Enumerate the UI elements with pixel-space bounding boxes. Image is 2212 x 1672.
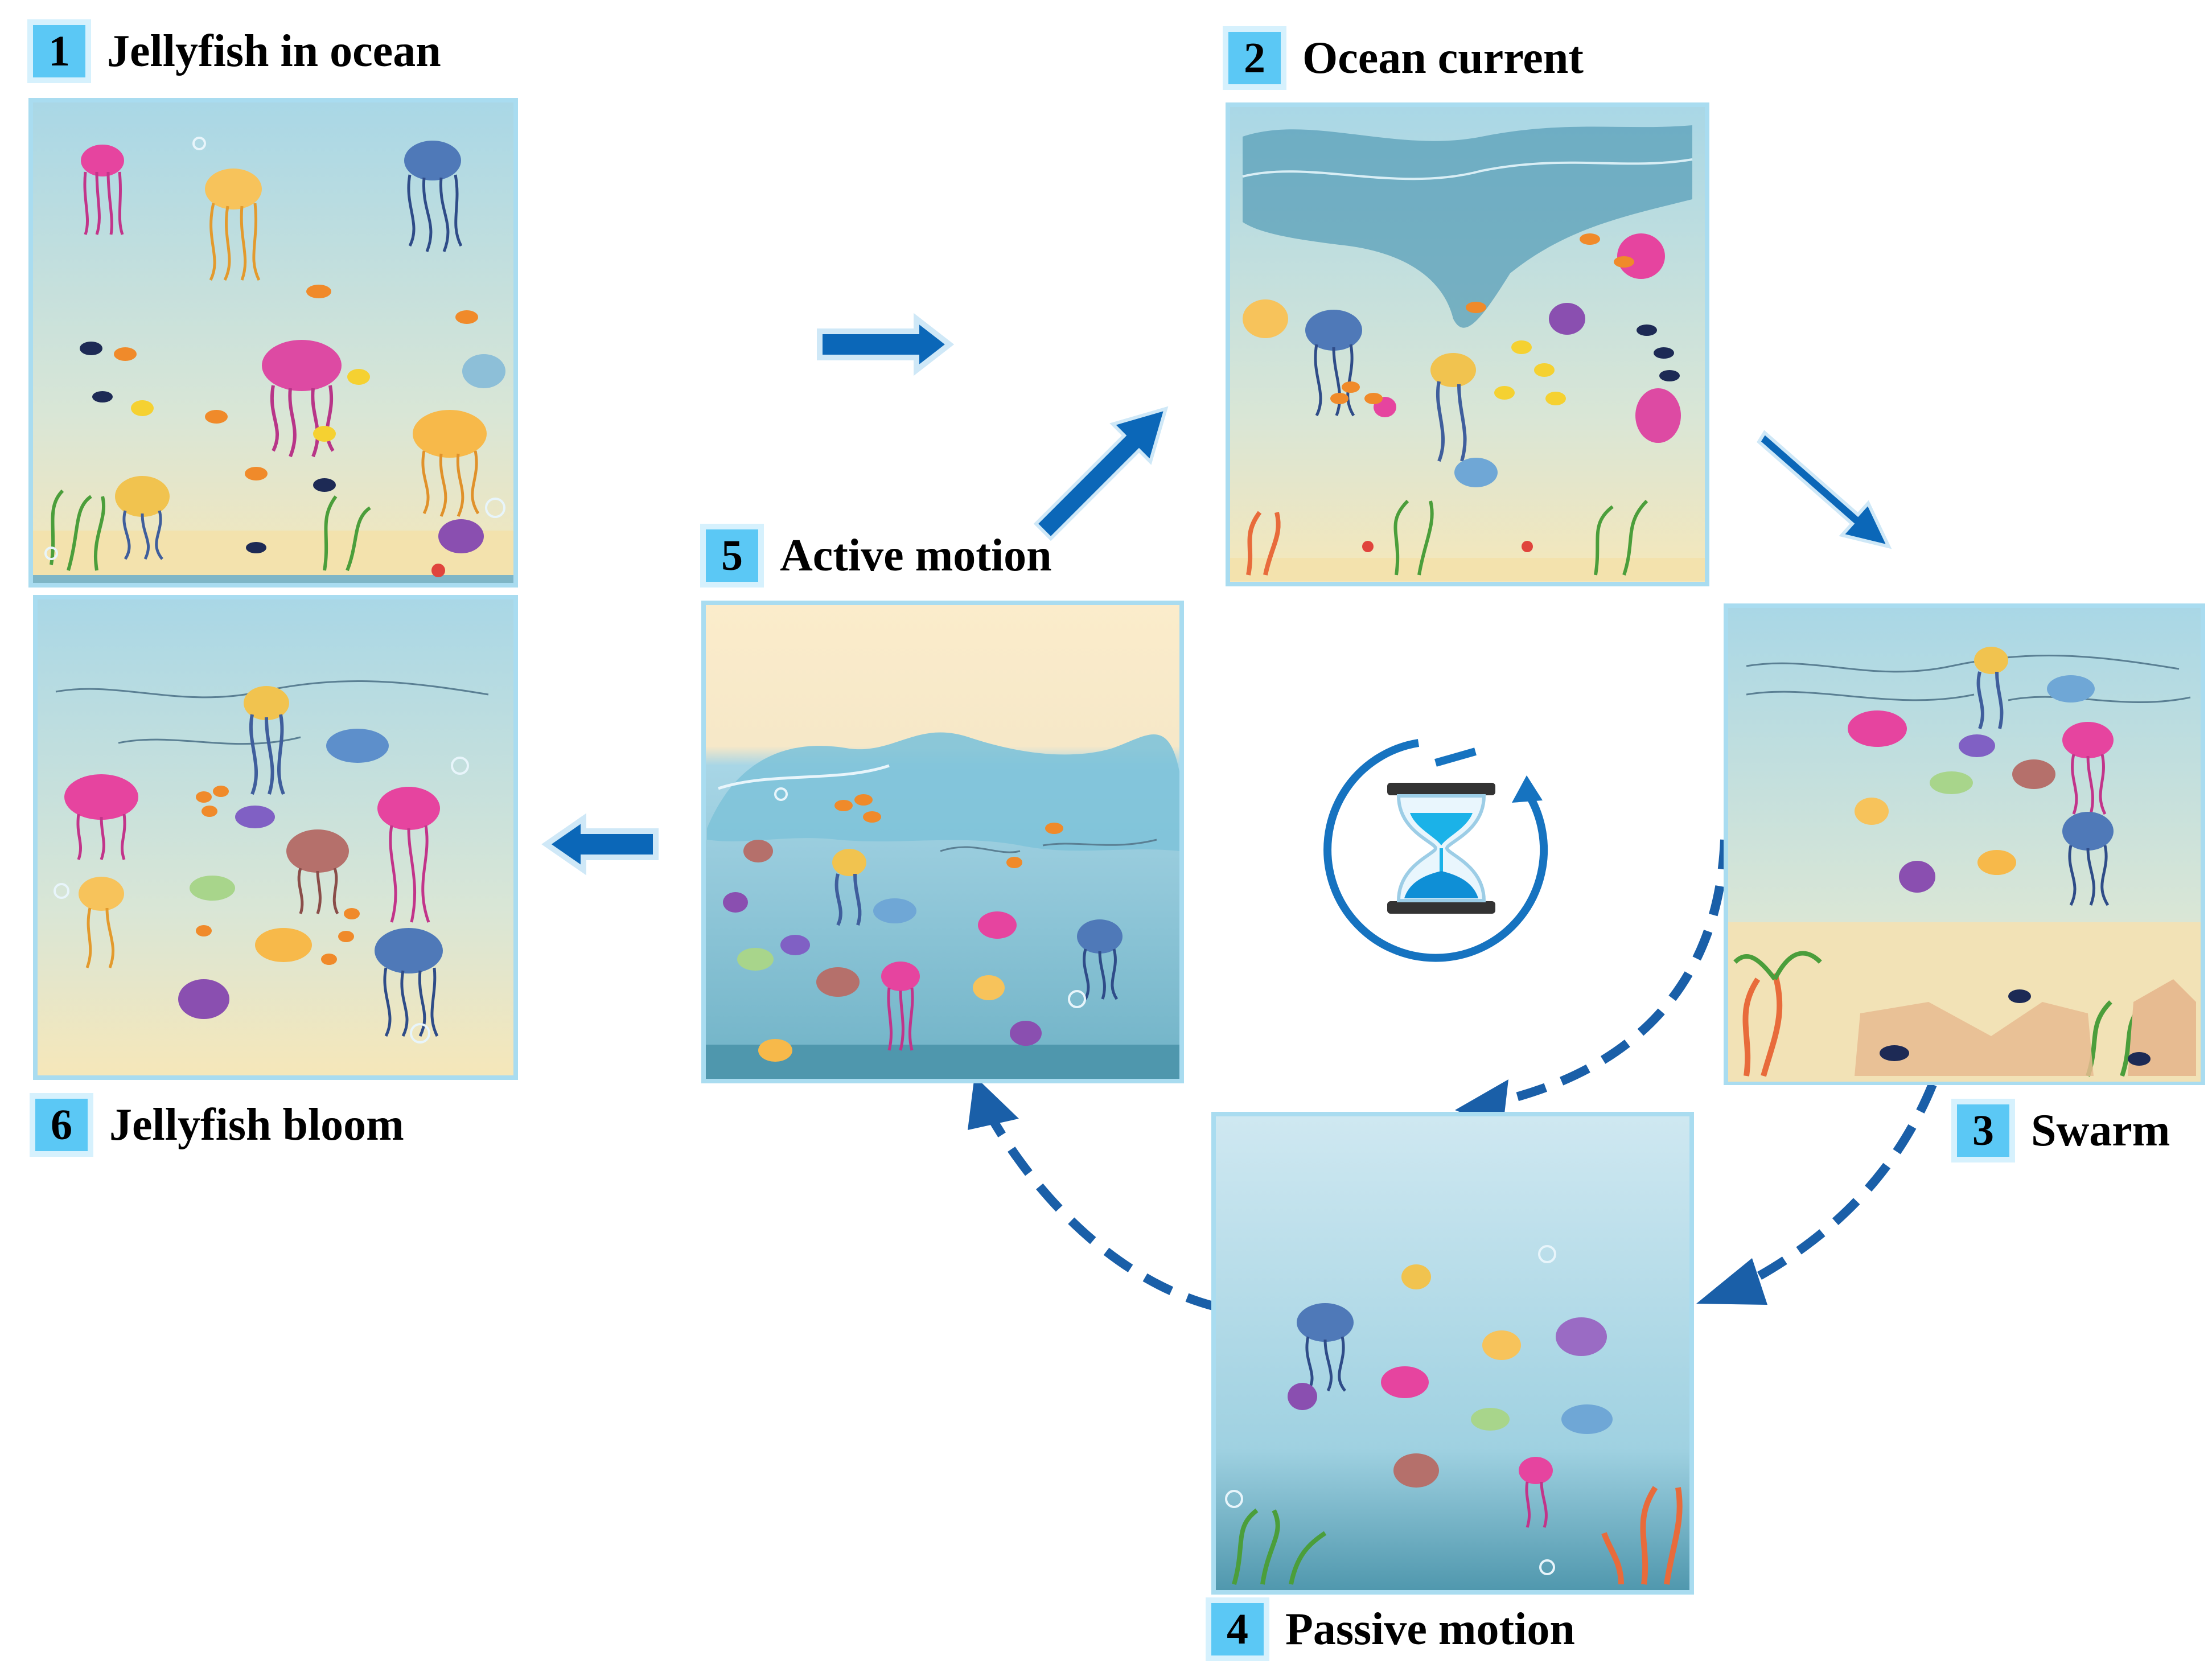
jellyfish-orange-2 — [758, 1039, 792, 1062]
jellyfish-yellow — [115, 476, 170, 560]
jellyfish-pale-blue — [462, 354, 505, 388]
arrow-5-to-2 — [1033, 406, 1169, 541]
step-title-2: Ocean current — [1302, 32, 1584, 83]
dashed-arrow-3-to-4-right — [1748, 1082, 1937, 1285]
jellyfish-navy — [1077, 919, 1123, 1000]
jellyfish-brown — [286, 829, 349, 915]
jellyfish-orange — [973, 975, 1005, 1000]
jellyfish-pink — [64, 774, 138, 860]
jellyfish-green — [190, 876, 235, 901]
label-step-6: 6 Jellyfish bloom — [35, 1099, 404, 1151]
panel-jellyfish-bloom — [33, 595, 518, 1080]
jellyfish-orange — [1482, 1330, 1521, 1360]
jellyfish-pink-2 — [377, 787, 440, 923]
jellyfish-blue — [2047, 675, 2095, 703]
jellyfish-yellow — [244, 686, 289, 795]
jellyfish-yellow — [1430, 353, 1476, 462]
refresh-icon — [1323, 739, 1548, 962]
hourglass-icon — [1387, 783, 1495, 914]
dashed-arrow-4-to-5 — [986, 1114, 1216, 1311]
step-number-1: 1 — [33, 25, 85, 77]
step-title-5: Active motion — [780, 530, 1052, 581]
jellyfish-purple-small — [235, 806, 275, 828]
label-step-1: 1 Jellyfish in ocean — [33, 25, 441, 77]
jellyfish-orange — [205, 169, 262, 281]
jellyfish-magenta — [262, 340, 342, 458]
jellyfish-brown — [1393, 1453, 1439, 1488]
jellyfish-orange-2 — [255, 928, 312, 962]
jellyfish-purple — [1549, 303, 1585, 335]
label-step-5: 5 Active motion — [706, 529, 1052, 582]
jellyfish-purple — [438, 519, 484, 553]
jellyfish-green — [737, 948, 774, 971]
jellyfish-purple — [1899, 861, 1935, 893]
surface-wave — [707, 732, 1179, 851]
jellyfish-blue — [326, 729, 389, 763]
jellyfish-blue — [1561, 1404, 1613, 1434]
panel-jellyfish-in-ocean — [28, 98, 518, 588]
jellyfish-green — [1930, 771, 1973, 794]
jellyfish-brown — [743, 840, 773, 862]
step-title-6: Jellyfish bloom — [109, 1099, 404, 1150]
jellyfish-purple — [723, 892, 748, 913]
panel-swarm — [1724, 603, 2205, 1085]
jellyfish-yellow — [1401, 1264, 1431, 1289]
panel-active-motion — [701, 601, 1184, 1083]
step-number-6: 6 — [35, 1099, 88, 1151]
jellyfish-purple-small — [1288, 1383, 1317, 1410]
jellyfish-purple-small — [1959, 734, 1995, 757]
step-title-3: Swarm — [2031, 1105, 2170, 1156]
jellyfish-pink-2 — [1635, 388, 1681, 443]
step-number-5: 5 — [706, 529, 758, 582]
jellyfish-pink-2 — [1519, 1457, 1553, 1528]
jellyfish-blue — [404, 141, 463, 252]
jellyfish-pink — [81, 145, 124, 235]
jellyfish-orange — [79, 877, 124, 968]
jellyfish-orange — [1243, 299, 1288, 338]
label-step-3: 3 Swarm — [1957, 1104, 2170, 1157]
label-step-4: 4 Passive motion — [1211, 1603, 1575, 1655]
dashed-arrow-3-to-4-left — [1490, 839, 1729, 1108]
jellyfish-navy — [2062, 812, 2114, 906]
jellyfish-pink — [881, 962, 920, 1051]
jellyfish-brown — [2012, 759, 2055, 789]
dashed-arrow-head-right — [1696, 1258, 1767, 1305]
jellyfish-purple-2 — [1010, 1021, 1042, 1046]
jellyfish-purple-small — [780, 935, 810, 955]
jellyfish-navy — [375, 928, 443, 1037]
jellyfish-pink — [1617, 233, 1665, 279]
jellyfish-brown-2 — [816, 967, 860, 997]
jellyfish-blue — [1454, 458, 1498, 487]
label-step-2: 2 Ocean current — [1228, 32, 1584, 84]
jellyfish-orange-2 — [1977, 850, 2016, 875]
jellyfish-navy — [1297, 1303, 1354, 1392]
arrow-5-to-6 — [541, 813, 659, 876]
jellyfish-pink-2 — [978, 911, 1017, 939]
step-number-3: 3 — [1957, 1104, 2009, 1157]
arrow-2-to-3 — [1757, 430, 1892, 549]
panel-ocean-current — [1226, 102, 1709, 586]
arrow-1-to-2 — [817, 313, 955, 376]
dashed-arrow-head-up — [968, 1076, 1019, 1130]
jellyfish-pink-2 — [2062, 722, 2114, 815]
jellyfish-yellow — [1974, 647, 2008, 730]
step-number-4: 4 — [1211, 1603, 1264, 1655]
jellyfish-orange-2 — [413, 410, 487, 517]
jellyfish-pink — [1848, 710, 1907, 747]
jellyfish-purple — [178, 979, 229, 1019]
jellyfish-navy — [1305, 310, 1362, 417]
panel-passive-motion — [1211, 1112, 1694, 1595]
step-title-1: Jellyfish in ocean — [107, 26, 441, 76]
jellyfish-pink — [1381, 1366, 1429, 1398]
step-number-2: 2 — [1228, 32, 1281, 84]
jellyfish-yellow — [832, 849, 866, 926]
hourglass-cycle — [1323, 739, 1548, 962]
step-title-4: Passive motion — [1285, 1604, 1575, 1654]
jellyfish-blue — [873, 898, 916, 923]
jellyfish-purple — [1556, 1317, 1607, 1356]
jellyfish-orange — [1855, 798, 1889, 825]
jellyfish-green — [1471, 1408, 1510, 1431]
